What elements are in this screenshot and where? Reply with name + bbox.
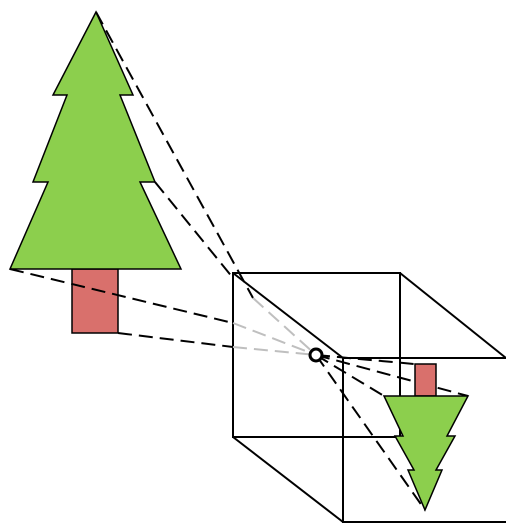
camera-box [232,272,506,523]
inverted-image [382,363,470,512]
ray-to-image-trunk [315,354,426,366]
box-edge-top-left [232,272,344,359]
inverted-trunk [414,363,437,397]
ray-to-image-right [315,354,469,397]
ray-from-top [95,11,254,299]
tree [8,10,183,334]
box-front-face [232,272,401,438]
tree-trunk [71,268,119,334]
ray-to-image-left [315,354,385,397]
box-edge-top-right [399,272,506,359]
box-edge-bottom-left [232,436,344,523]
ray-to-image-tip [315,354,426,511]
tree-foliage [8,10,183,270]
ray-from-left [9,268,234,324]
ray-inside-1 [232,322,317,356]
inverted-foliage [382,395,470,512]
light-rays [9,11,469,511]
pinhole [308,347,324,363]
ray-inside-2 [232,346,317,356]
ray-from-trunk [117,332,234,348]
ray-inside-3 [252,297,317,356]
